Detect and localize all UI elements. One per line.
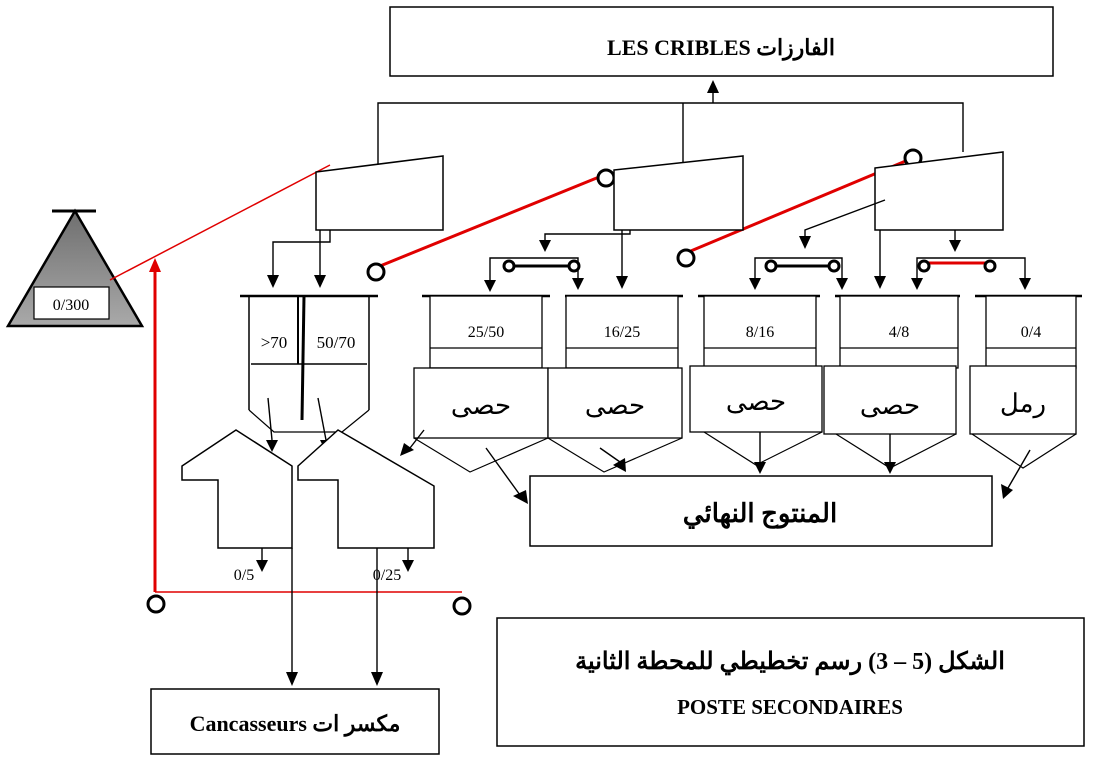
product-bin: 16/25 حصى [547, 295, 683, 473]
roller-icon [146, 594, 166, 614]
final-product-label: المنتوج النهائي [683, 499, 837, 529]
conveyor-rollers [146, 148, 923, 616]
roller-icon [452, 596, 472, 616]
screen-2 [613, 155, 744, 231]
screen-3-outputs [749, 199, 1031, 290]
roller-icon [567, 259, 581, 273]
bin-product-label: حصى [451, 391, 511, 420]
bin-size-label: 0/4 [1021, 324, 1041, 341]
crusher-b [297, 429, 435, 549]
bin-size-label: 25/50 [468, 324, 504, 341]
hopper-label: 0/300 [53, 297, 89, 314]
roller-icon [917, 259, 931, 273]
bin-label-50-70: 50/70 [317, 333, 356, 352]
cribles-title-box: LES CRIBLES الفارزات [389, 6, 1054, 77]
roller-icon [502, 259, 516, 273]
primary-bins: >70 50/70 [240, 294, 378, 452]
bin-product-label: رمل [1000, 389, 1046, 419]
caption-line-2: POSTE SECONDAIRES [677, 695, 903, 719]
cribles-title-text: LES CRIBLES الفارزات [607, 35, 835, 61]
crusher-feeds [400, 429, 425, 456]
crusher-b-output-label: 0/25 [373, 567, 401, 584]
product-bin: 25/50 حصى [413, 295, 549, 504]
bin-product-label: حصى [585, 391, 645, 420]
crusher-outputs: 0/5 0/25 [234, 548, 414, 686]
figure-caption-box: الشكل (5 – 3) رسم تخطيطي للمحطة الثانية … [496, 617, 1085, 747]
final-product-box: المنتوج النهائي [529, 475, 993, 547]
screen-2-outputs [484, 230, 631, 292]
roller-icon [366, 262, 386, 282]
roller-icon [764, 259, 778, 273]
red-conveyors [109, 158, 990, 593]
roller-icon [596, 168, 616, 188]
bin-label-gt70: >70 [261, 333, 288, 352]
bin-product-label: حصى [726, 387, 786, 416]
screen-1-outputs [267, 230, 331, 288]
caption-line-1: الشكل (5 – 3) رسم تخطيطي للمحطة الثانية [575, 649, 1005, 676]
bin-product-label: حصى [860, 391, 920, 420]
roller-icon [983, 259, 997, 273]
roller-icon [676, 248, 696, 268]
product-bin: 4/8 حصى [823, 295, 959, 474]
screen-collector-lines [377, 80, 964, 172]
bin-size-label: 16/25 [604, 324, 640, 341]
product-bins: 25/50 حصى 16/25 حصى 8/16 حصى [413, 294, 1082, 504]
cancasseurs-label: Cancasseurs مكسر ات [190, 711, 401, 737]
product-bin: 8/16 حصى [689, 295, 823, 474]
crusher-a [181, 429, 293, 549]
screen-1 [315, 155, 444, 231]
product-bin: 0/4 رمل [969, 295, 1077, 499]
bin-size-label: 4/8 [889, 324, 909, 341]
screen-3 [874, 151, 1004, 231]
roller-icon [827, 259, 841, 273]
bin-size-label: 8/16 [746, 324, 774, 341]
cancasseurs-box: Cancasseurs مكسر ات [150, 688, 440, 755]
hopper-0-300: 0/300 [5, 208, 145, 328]
crusher-a-output-label: 0/5 [234, 567, 254, 584]
